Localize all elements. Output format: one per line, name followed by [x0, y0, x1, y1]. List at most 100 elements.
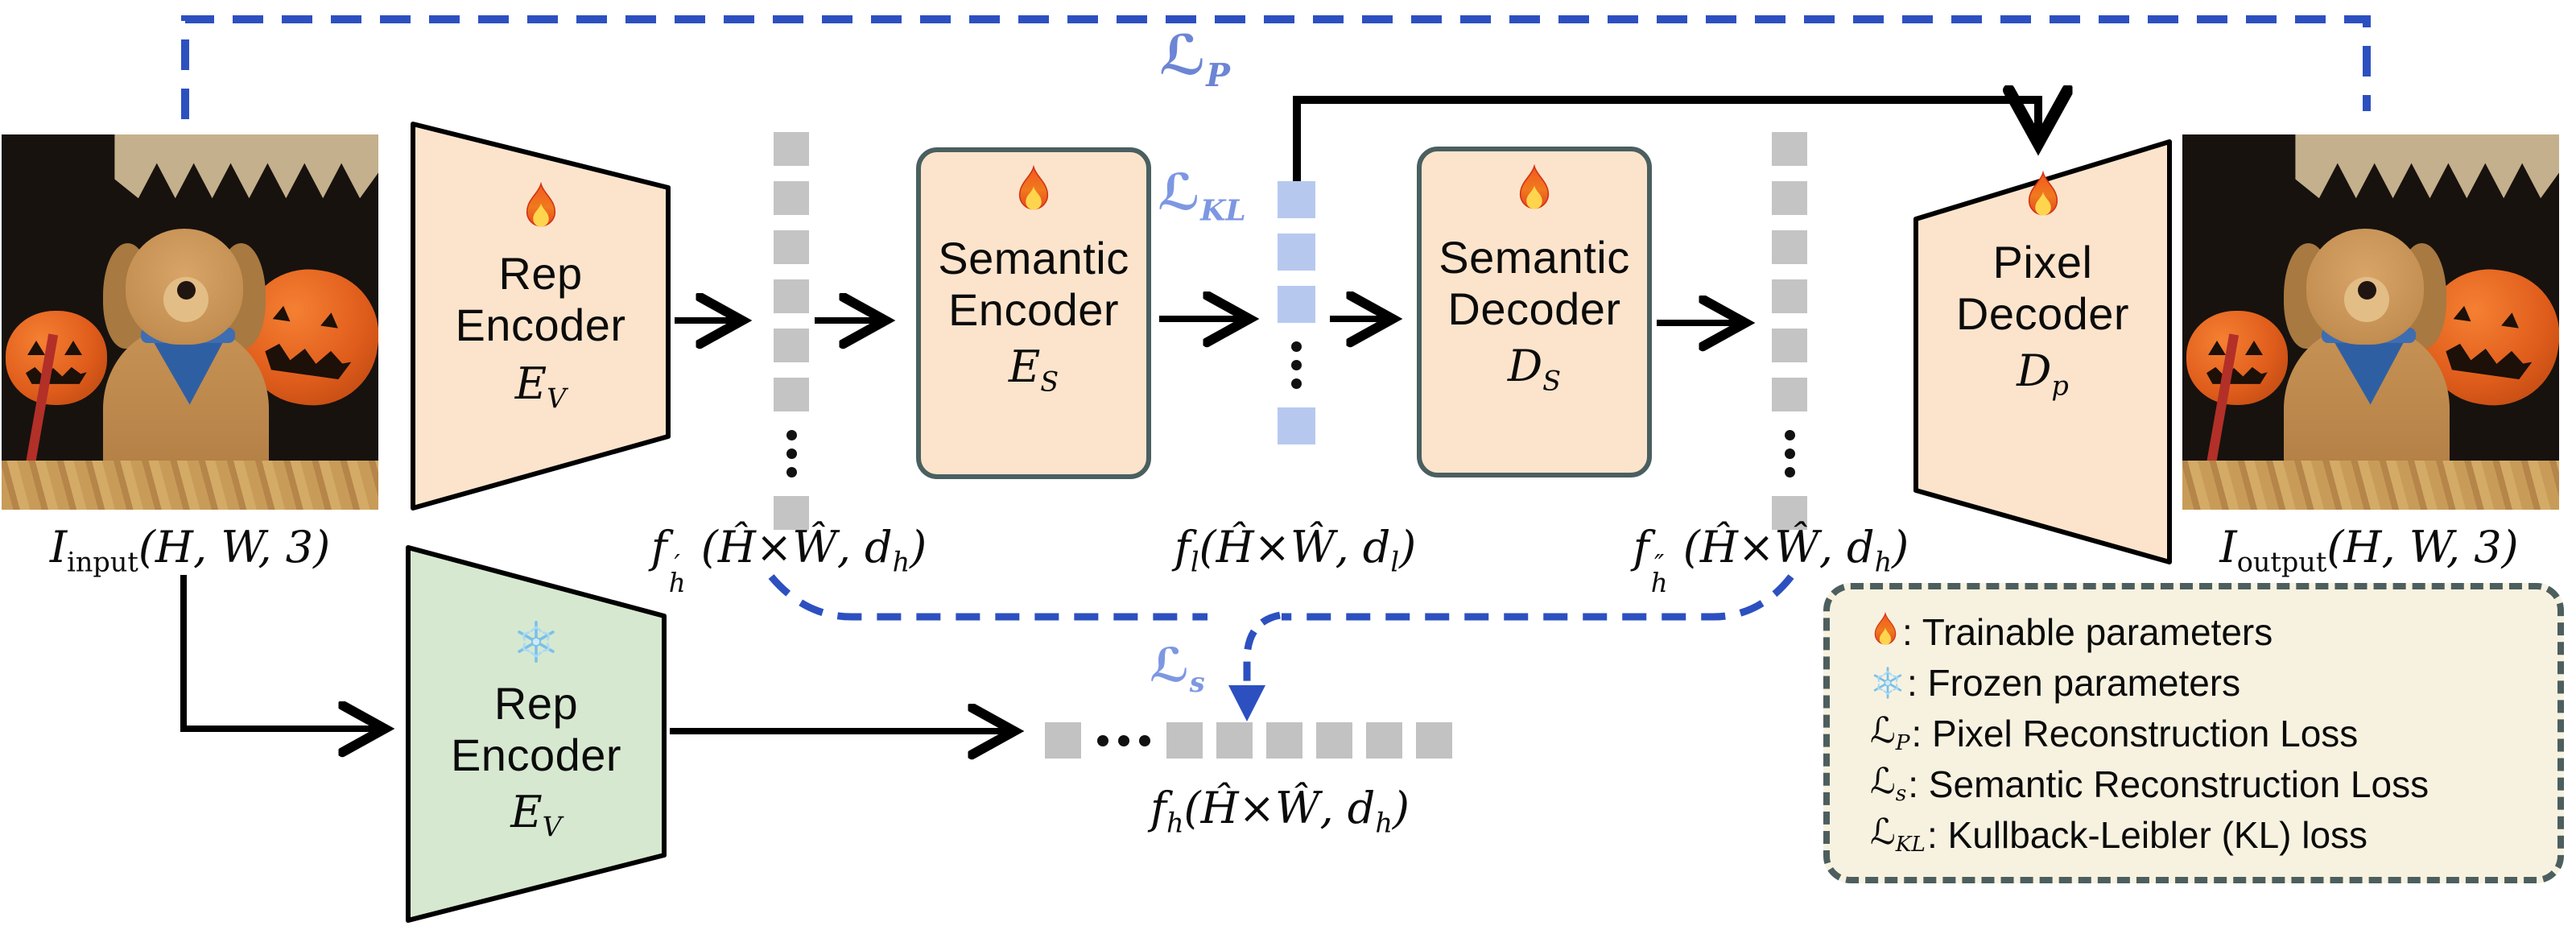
pumpkin-mouth [2443, 341, 2533, 380]
token-column-fh-prime [774, 132, 809, 530]
ls-arrowhead [1228, 685, 1265, 721]
pumpkin-eye [64, 341, 82, 356]
token [1772, 496, 1807, 530]
ellipsis-dots [1291, 338, 1302, 392]
pumpkin-left [2186, 311, 2289, 405]
pixel-decoder-shape [1913, 139, 2172, 564]
loss-symbol: ℒKL [1870, 812, 1926, 858]
token [1772, 279, 1807, 313]
pumpkin-eye [2244, 341, 2263, 356]
token [1366, 722, 1402, 759]
lp-loss-label: ℒP [1159, 24, 1230, 94]
token [774, 279, 809, 313]
fh-label: fh(Ĥ×Ŵ, dh) [1150, 783, 1410, 839]
pumpkin-mouth [25, 366, 87, 384]
ellipsis-dots [1784, 427, 1795, 481]
lp-loss-dashed-path [181, 15, 2371, 119]
token [774, 329, 809, 362]
input-image [2, 134, 378, 510]
token [1166, 722, 1203, 759]
rep-encoder-bottom-block: Rep Encoder EV [408, 548, 664, 920]
token [1772, 378, 1807, 411]
ls-dashed-left [768, 574, 1208, 621]
token [1216, 722, 1253, 759]
snowflake-icon [518, 621, 555, 663]
loss-symbol: ℒs [1870, 761, 1907, 807]
token [774, 378, 809, 411]
ellipsis-dots [1095, 734, 1153, 746]
ls-dashed-right [1282, 574, 1794, 621]
block-symbol: EV [514, 358, 567, 415]
flame-icon [1874, 611, 1897, 645]
skip-connection-line [1293, 100, 2038, 184]
token [774, 496, 809, 530]
semantic-decoder-block: Semantic Decoder DS [1417, 147, 1652, 477]
legend-item-text: : Pixel Reconstruction Loss [1911, 712, 2359, 754]
pumpkin-eye [2500, 311, 2521, 329]
rep-encoder-bottom-shape [406, 545, 667, 923]
pumpkin-eye [27, 341, 46, 356]
block-label-line1: Rep [493, 678, 579, 729]
token [1278, 234, 1315, 271]
lkl-loss-label: ℒKL [1158, 163, 1246, 228]
block-symbol: DS [1507, 341, 1562, 397]
block-symbol: Dp [2017, 345, 2069, 402]
legend-item-text: : Trainable parameters [1902, 610, 2273, 653]
block-label-line2: Decoder [1955, 288, 2130, 339]
ls-dashed-hook [1243, 611, 1282, 689]
token [1416, 722, 1452, 759]
fl-label: fl(Ĥ×Ŵ, dl) [1174, 522, 1417, 578]
rep-encoder-top-block: Rep Encoder EV [413, 124, 668, 508]
token [1772, 132, 1807, 166]
output-image-label: Ioutput(H, W, 3) [2219, 522, 2519, 578]
flame-icon [1018, 165, 1049, 210]
legend-item-text: : Semantic Reconstruction Loss [1908, 763, 2429, 805]
pumpkin-eye [271, 304, 292, 322]
dog-nose [176, 280, 196, 300]
block-symbol: ES [1008, 341, 1059, 398]
token [1772, 230, 1807, 264]
pixel-decoder-block: Pixel Decoder Dp [1916, 142, 2169, 562]
pumpkin-eye [2208, 341, 2227, 356]
block-label-line1: Semantic [1439, 232, 1630, 283]
flame-icon [526, 182, 555, 227]
flame-icon [2028, 171, 2058, 216]
token-column-fh-dprime [1772, 132, 1807, 530]
block-label-line1: Rep [498, 248, 583, 299]
token [1045, 722, 1081, 759]
pumpkin-mouth [262, 341, 352, 380]
hay-floor [2182, 461, 2559, 510]
pumpkin-left [5, 311, 108, 405]
token [1278, 181, 1315, 218]
token [1278, 407, 1315, 444]
snowflake-icon [1873, 666, 1902, 699]
legend-item-text: : Frozen parameters [1907, 661, 2241, 704]
dog-nose [2357, 280, 2376, 300]
token [1772, 329, 1807, 362]
block-label-line2: Encoder [455, 300, 626, 350]
legend-item-semantic-loss: ℒs : Semantic Reconstruction Loss [1870, 759, 2557, 809]
output-image [2182, 134, 2559, 510]
token-row-fh [1045, 722, 1452, 759]
legend-box: : Trainable parameters : Frozen paramete… [1823, 583, 2564, 883]
legend-item-text: : Kullback-Leibler (KL) loss [1926, 813, 2368, 856]
ellipsis-dots [786, 427, 797, 481]
legend-item-pixel-loss: ℒP : Pixel Reconstruction Loss [1870, 708, 2557, 759]
flame-icon [1519, 164, 1550, 209]
block-symbol: EV [510, 787, 562, 843]
token [1316, 722, 1352, 759]
legend-item-kl-loss: ℒKL : Kullback-Leibler (KL) loss [1870, 809, 2557, 860]
block-label-line1: Semantic [938, 233, 1129, 283]
token [1278, 286, 1315, 323]
pumpkin-mouth [2206, 366, 2268, 384]
token [774, 230, 809, 264]
rep-encoder-top-shape [411, 122, 671, 511]
legend-item-trainable: : Trainable parameters [1870, 606, 2557, 657]
fh-dprime-label: f″h (Ĥ×Ŵ, dh) [1633, 522, 1909, 598]
pumpkin-eye [2452, 304, 2473, 322]
block-label-line2: Decoder [1447, 283, 1621, 334]
token-column-latent [1278, 181, 1315, 444]
token [1772, 181, 1807, 215]
